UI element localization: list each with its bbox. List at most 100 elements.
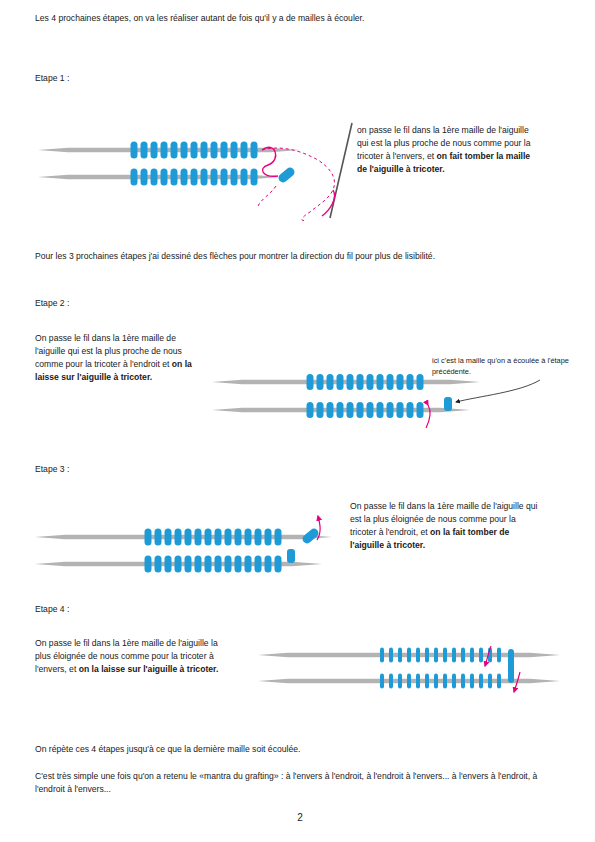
dropped-stitch — [444, 397, 452, 411]
stitch — [231, 142, 238, 159]
stitch — [398, 648, 402, 663]
stitch — [175, 556, 182, 573]
text-run: Pour les 3 prochaines étapes j'ai dessin… — [35, 251, 435, 261]
stitch — [225, 529, 232, 546]
stitch — [417, 374, 424, 390]
stitch — [479, 648, 483, 663]
stitch — [317, 374, 324, 390]
stitch — [195, 556, 202, 573]
stitch — [327, 374, 334, 390]
stitch — [205, 529, 212, 546]
yarn-arrow — [317, 516, 320, 540]
page-number: 2 — [290, 810, 310, 825]
stitch — [337, 402, 344, 418]
knitting-needles — [35, 148, 560, 683]
knitting-needle — [35, 535, 332, 539]
stitch — [161, 142, 168, 159]
stitch — [141, 142, 148, 159]
text-run: Etape 1 : — [35, 73, 69, 83]
stitch — [191, 169, 198, 186]
knitting-needle — [212, 380, 480, 384]
stitch — [434, 674, 438, 689]
stitch — [443, 674, 447, 689]
stitch — [327, 402, 334, 418]
stitch — [461, 648, 465, 663]
stitch — [235, 556, 242, 573]
stitch — [205, 556, 212, 573]
stitch — [201, 169, 208, 186]
step-heading: Etape 2 : — [35, 297, 155, 310]
stitch — [389, 674, 393, 689]
text-run: On passe le fil dans la 1ère maille de l… — [35, 333, 182, 369]
stitch — [407, 374, 414, 390]
yarn-path-dashed — [258, 186, 276, 206]
text-run: On répète ces 4 étapes jusqu'à ce que la… — [35, 744, 300, 754]
stitch — [225, 556, 232, 573]
callout-text: ici c'est la maille qu'on a écoulée à l'… — [432, 355, 592, 377]
intro-text: Les 4 prochaines étapes, on va les réali… — [35, 12, 565, 25]
stitch-tall — [508, 649, 514, 683]
stitch — [185, 556, 192, 573]
stitch — [175, 529, 182, 546]
stitch — [425, 674, 429, 689]
text-run: Etape 2 : — [35, 298, 69, 308]
closing-text: C'est très simple une fois qu'on a reten… — [35, 770, 565, 796]
stitch — [255, 529, 262, 546]
stitch — [221, 142, 228, 159]
stitch — [251, 142, 258, 159]
step-text: On passe le fil dans la 1ère maille de l… — [35, 332, 205, 384]
stitch — [389, 648, 393, 663]
step-text: On passe le fil dans la 1ère maille de l… — [350, 500, 542, 552]
yarn-arrow — [514, 672, 520, 692]
stitch — [171, 169, 178, 186]
stitch — [337, 374, 344, 390]
stitch — [497, 674, 501, 689]
stitch — [497, 648, 501, 663]
stitch — [241, 142, 248, 159]
stitch — [251, 169, 258, 186]
step-heading: Etape 1 : — [35, 72, 155, 85]
stitch — [317, 402, 324, 418]
stitch — [191, 142, 198, 159]
stitch — [416, 648, 420, 663]
yarn-path-dashed — [262, 148, 335, 220]
stitch — [387, 374, 394, 390]
stitch — [367, 402, 374, 418]
stitch — [377, 402, 384, 418]
leader-arrow — [456, 380, 540, 402]
stitch — [470, 674, 474, 689]
stitch — [245, 556, 252, 573]
stitch — [145, 556, 152, 573]
stitch — [307, 402, 314, 418]
stitch — [387, 402, 394, 418]
stitch — [347, 402, 354, 418]
tapestry-needle — [330, 123, 352, 218]
stitch — [221, 169, 228, 186]
note-text: Pour les 3 prochaines étapes j'ai dessin… — [35, 250, 575, 263]
stitch — [211, 142, 218, 159]
stitch — [470, 648, 474, 663]
stitch — [434, 648, 438, 663]
text-run: Les 4 prochaines étapes, on va les réali… — [35, 13, 364, 23]
stitch — [181, 142, 188, 159]
stitch — [452, 674, 456, 689]
text-run: 2 — [297, 812, 303, 823]
stitch — [171, 142, 178, 159]
stitch — [165, 556, 172, 573]
text-run: C'est très simple une fois qu'on a reten… — [35, 771, 537, 794]
stitch — [479, 674, 483, 689]
stitch — [347, 374, 354, 390]
stitch — [407, 402, 414, 418]
stitch — [161, 169, 168, 186]
stitch — [357, 374, 364, 390]
stitch — [407, 648, 411, 663]
stitch — [417, 402, 424, 418]
stitch — [215, 529, 222, 546]
stitch — [255, 556, 262, 573]
stitch — [215, 556, 222, 573]
stitch — [201, 142, 208, 159]
stitch — [195, 529, 202, 546]
stitch — [461, 674, 465, 689]
stitch — [241, 169, 248, 186]
stitch — [185, 529, 192, 546]
